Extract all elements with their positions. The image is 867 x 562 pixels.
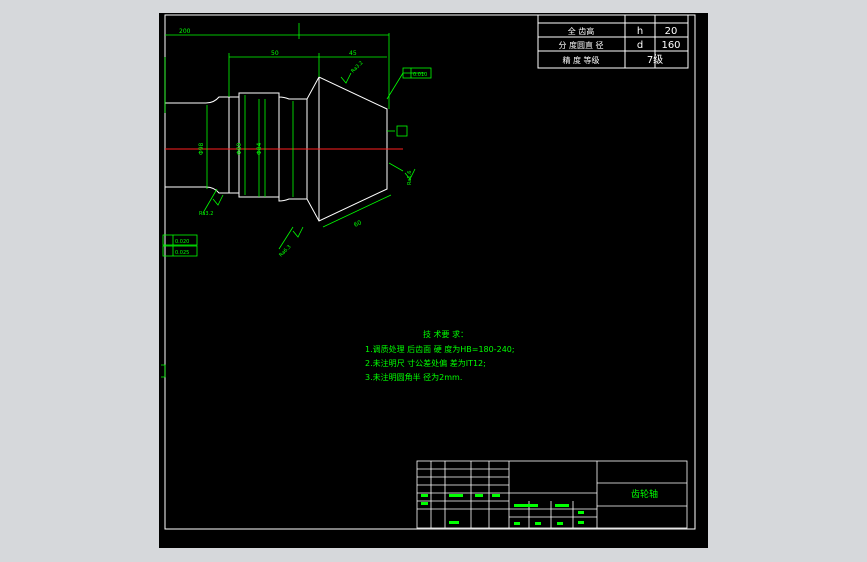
dim-top-left: 200 [179,28,191,35]
dimension-lines [164,23,425,250]
tolerance-frames [161,67,432,378]
tech-req-item-1: 1.调质处理 后齿面 硬 度为HB=180-240; [365,344,515,354]
dim-dia-84: Φ84 [256,142,263,155]
title-block-cell-marks [421,494,584,525]
roughness-label-1: Ra3.2 [350,60,364,74]
roughness-label-4: Ra3.2 [199,211,213,217]
dim-60: 60 [353,219,363,229]
params-table [537,14,689,69]
param-name-2: 分 度圆直 径 [558,40,603,50]
cad-viewport[interactable]: 全 齿高 h 20 分 度圆直 径 d 160 精 度 等级 7级 [159,13,708,548]
dim-dia-98: Φ98 [198,142,205,155]
roughness-symbols [212,72,416,238]
title-block [416,460,688,529]
drawing-border [164,14,696,530]
tol-top-value: 0.010 [413,72,427,78]
dim-50: 50 [271,50,279,57]
dim-dia-89: Φ89 [236,142,243,155]
param-value-1: 20 [665,26,678,37]
dim-45: 45 [349,50,357,57]
param-value-3: 7级 [647,54,663,66]
param-symbol-2: d [637,40,643,51]
param-symbol-1: h [637,26,643,37]
tech-req-heading: 技 术要 求： [423,329,468,339]
param-value-2: 160 [661,40,680,51]
tol-box2-value: 0.025 [175,250,189,256]
tech-req-item-3: 3.未注明圆角半 径为2mm. [365,372,462,382]
tol-box1-value: 0.020 [175,239,189,245]
param-name-3: 精 度 等级 [562,55,599,65]
roughness-label-2: Ra1.6 [407,171,413,185]
part-name: 齿轮轴 [631,488,658,500]
param-name-1: 全 齿高 [568,26,595,36]
drawing-canvas: 全 齿高 h 20 分 度圆直 径 d 160 精 度 等级 7级 [161,14,696,530]
tech-req-item-2: 2.未注明尺 寸公差处偏 差为IT12; [365,358,486,368]
